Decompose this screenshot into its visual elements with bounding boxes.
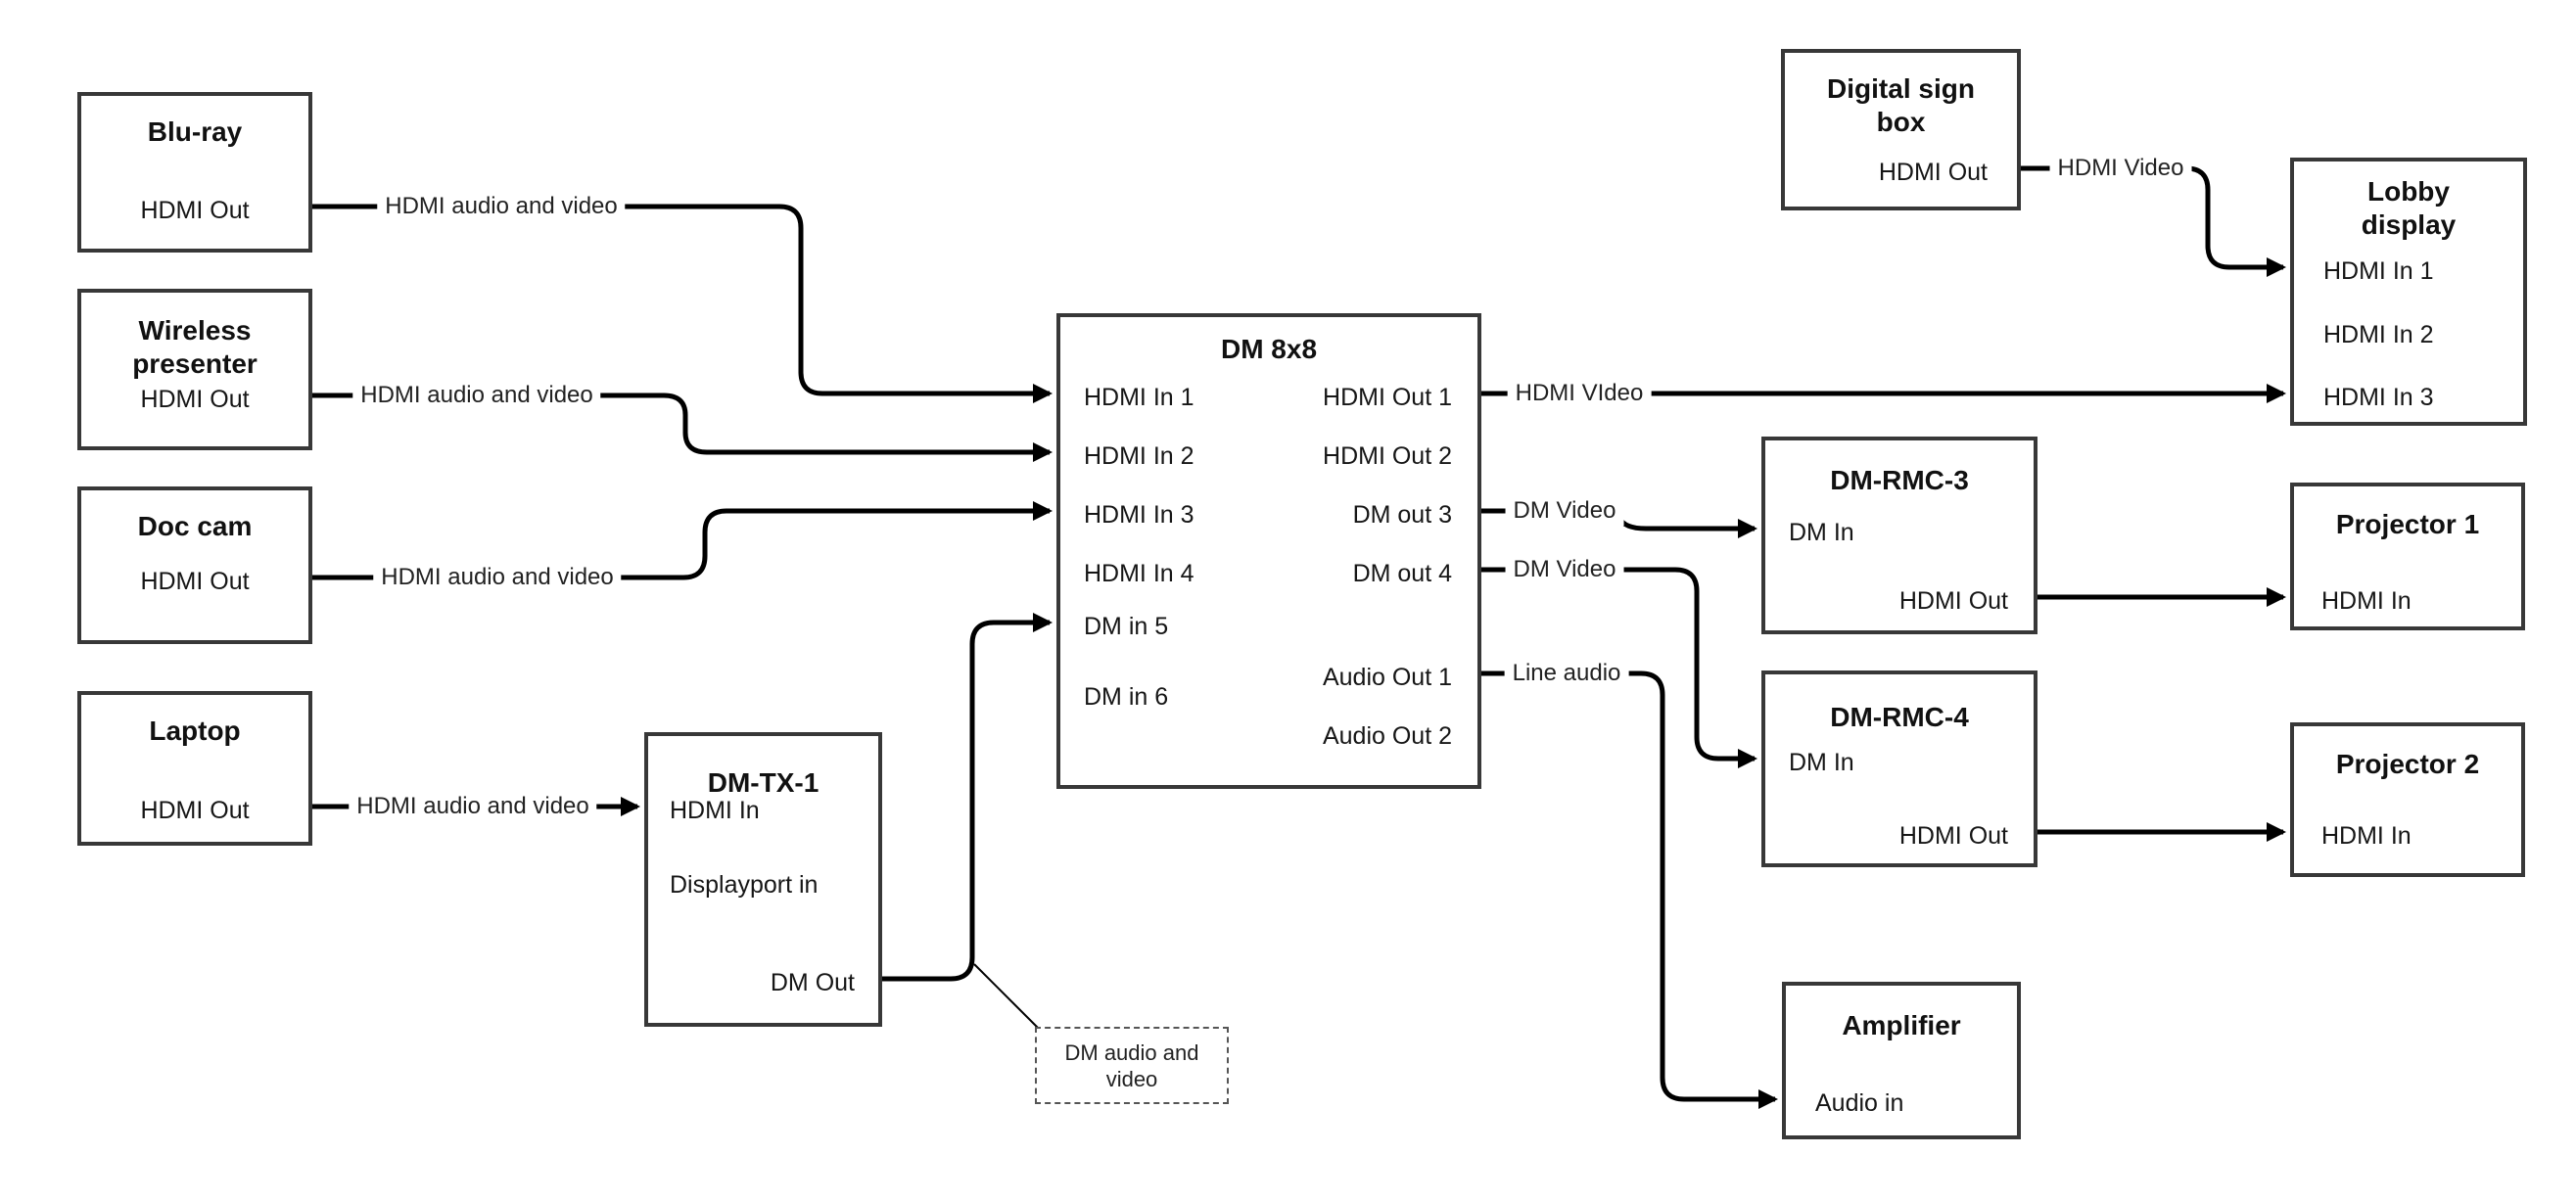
node-title: Blu-ray (147, 116, 243, 147)
port-hdmi-out: HDMI Out (140, 568, 250, 595)
node-bluray: Blu-ray HDMI Out (77, 92, 312, 253)
connector-dm8x8-audio1-to-amplifier (1481, 670, 1778, 1109)
port-dm-out-4: DM out 4 (1352, 560, 1452, 587)
node-amplifier: Amplifier Audio in (1782, 982, 2021, 1139)
node-title: Amplifier (1842, 1010, 1961, 1040)
node-laptop: Laptop HDMI Out (77, 691, 312, 846)
port-audio-in: Audio in (1815, 1089, 1904, 1117)
node-wireless-presenter: Wireless presenter HDMI Out (77, 289, 312, 450)
port-hdmi-out: HDMI Out (140, 197, 250, 224)
edge-label-dm-video-3: DM Video (1505, 496, 1624, 526)
port-hdmi-in-3: HDMI In 3 (1084, 501, 1194, 529)
callout-text: DM audio and video (1064, 1039, 1199, 1091)
callout-dm-audio-video: DM audio and video (1035, 1027, 1229, 1104)
port-hdmi-in-2: HDMI In 2 (1084, 442, 1194, 470)
port-hdmi-in: HDMI In (2321, 822, 2412, 850)
node-digital-sign-box: Digital sign box HDMI Out (1781, 49, 2021, 210)
port-hdmi-out: HDMI Out (1898, 822, 2008, 850)
edge-label-dm-video-4: DM Video (1505, 555, 1624, 584)
edge-label-bluray: HDMI audio and video (377, 192, 626, 221)
node-title: Laptop (149, 716, 241, 746)
port-hdmi-out: HDMI Out (1898, 587, 2008, 615)
node-title: Lobby display (2361, 176, 2457, 240)
port-dm-in: DM In (1789, 749, 1854, 776)
node-title: DM 8x8 (1220, 334, 1318, 364)
callout-leader-line (973, 963, 1041, 1031)
node-title: Digital sign box (1827, 73, 1975, 137)
edge-label-hdmi-video-sign: HDMI Video (2049, 154, 2192, 183)
node-dm-tx-1: DM-TX-1 HDMI In Displayport in DM Out (644, 732, 882, 1027)
node-title: Wireless presenter (132, 315, 258, 379)
node-projector-1: Projector 1 HDMI In (2290, 483, 2525, 630)
port-dm-out-3: DM out 3 (1352, 501, 1452, 529)
connector-wireless-to-dm8x8-in2 (312, 393, 1053, 462)
port-hdmi-in-2: HDMI In 2 (2323, 321, 2434, 348)
port-hdmi-out: HDMI Out (140, 386, 250, 413)
port-hdmi-in-1: HDMI In 1 (1084, 384, 1194, 411)
connector-dm8x8-out4-to-rmc4 (1481, 567, 1757, 768)
node-title: DM-RMC-3 (1830, 465, 1969, 495)
node-projector-2: Projector 2 HDMI In (2290, 722, 2525, 877)
port-hdmi-out-2: HDMI Out 2 (1323, 442, 1452, 470)
port-hdmi-out-1: HDMI Out 1 (1323, 384, 1452, 411)
port-audio-out-1: Audio Out 1 (1322, 664, 1452, 691)
port-hdmi-out: HDMI Out (140, 797, 250, 824)
port-hdmi-in: HDMI In (2321, 587, 2412, 615)
edge-label-wireless: HDMI audio and video (352, 381, 601, 410)
port-dm-in-5: DM in 5 (1084, 613, 1169, 640)
node-title: Doc cam (137, 511, 253, 541)
node-title: DM-TX-1 (707, 767, 820, 798)
port-hdmi-out: HDMI Out (1878, 159, 1988, 186)
port-hdmi-in-1: HDMI In 1 (2323, 257, 2434, 285)
port-dm-in-6: DM in 6 (1084, 683, 1169, 711)
node-title: Projector 2 (2335, 749, 2480, 779)
edge-label-line-audio: Line audio (1504, 659, 1629, 688)
port-dm-in: DM In (1789, 519, 1854, 546)
port-dm-out: DM Out (770, 969, 855, 996)
connector-bluray-to-dm8x8-in1 (312, 204, 1053, 403)
connector-digitalsign-to-lobby-in1 (2021, 165, 2286, 277)
port-hdmi-in: HDMI In (670, 797, 760, 824)
port-displayport-in: Displayport in (670, 871, 819, 899)
node-title: Projector 1 (2335, 509, 2480, 539)
node-dm-8x8: DM 8x8 HDMI In 1 HDMI In 2 HDMI In 3 HDM… (1056, 313, 1481, 789)
port-audio-out-2: Audio Out 2 (1322, 722, 1452, 750)
port-hdmi-in-3: HDMI In 3 (2323, 384, 2434, 411)
connector-dmtx1-to-dm8x8-in5 (882, 613, 1053, 982)
node-dm-rmc-4: DM-RMC-4 DM In HDMI Out (1761, 670, 2037, 867)
connector-doccam-to-dm8x8-in3 (312, 501, 1053, 580)
edge-label-laptop: HDMI audio and video (349, 792, 597, 821)
node-doc-cam: Doc cam HDMI Out (77, 486, 312, 644)
edge-label-doccam: HDMI audio and video (373, 563, 622, 592)
port-hdmi-in-4: HDMI In 4 (1084, 560, 1194, 587)
node-title: DM-RMC-4 (1830, 702, 1969, 732)
node-lobby-display: Lobby display HDMI In 1 HDMI In 2 HDMI I… (2290, 158, 2527, 426)
node-dm-rmc-3: DM-RMC-3 DM In HDMI Out (1761, 437, 2037, 634)
edge-label-hdmi-video-out1: HDMI VIdeo (1507, 379, 1652, 408)
